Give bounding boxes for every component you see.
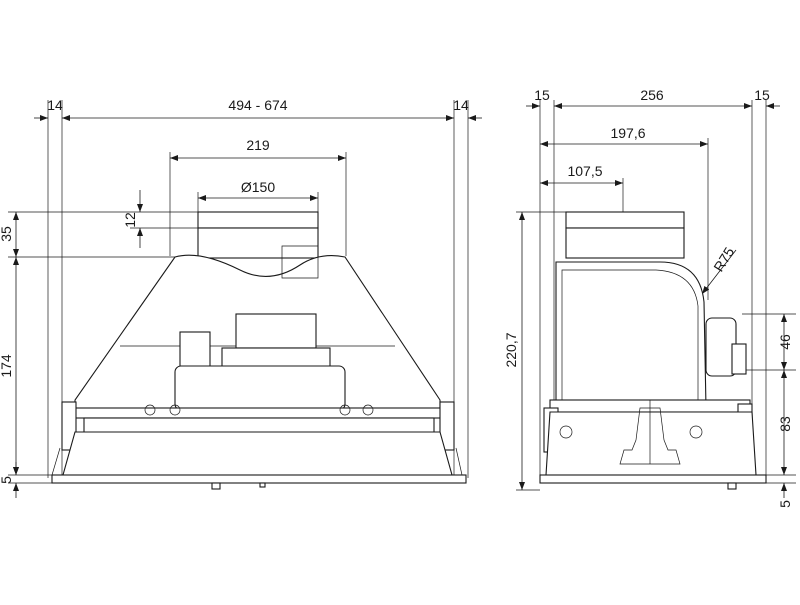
- front-terminal-block: [179, 331, 211, 369]
- front-dim-width: 494 - 674: [228, 97, 287, 113]
- side-clip-2: [689, 425, 703, 439]
- front-bracket-left: [61, 401, 77, 451]
- side-dim-256: 256: [640, 87, 664, 103]
- front-duct-collar: [197, 227, 319, 259]
- front-dim-14-right: 14: [453, 97, 469, 113]
- side-dim-15-right: 15: [754, 87, 770, 103]
- front-base-foot-2: [259, 482, 266, 488]
- front-tray-sides: [51, 447, 463, 476]
- front-dim-174: 174: [0, 354, 14, 378]
- front-dim-5: 5: [0, 476, 14, 484]
- front-tray: [62, 431, 453, 476]
- side-duct-flange: [565, 211, 685, 229]
- side-dim-5: 5: [777, 500, 793, 508]
- front-base-plate: [51, 474, 467, 484]
- side-dim-107: 107,5: [567, 163, 602, 179]
- front-rail: [69, 407, 451, 419]
- side-tray: [545, 411, 757, 476]
- side-base-foot: [727, 482, 737, 490]
- front-duct-flange: [197, 211, 319, 229]
- side-hood-inner: [561, 269, 699, 401]
- front-base-foot-1: [211, 482, 221, 490]
- side-hood-body: [555, 261, 707, 409]
- side-dim-197: 197,6: [610, 125, 645, 141]
- front-dim-12: 12: [122, 212, 138, 228]
- side-dim-15-left: 15: [534, 87, 550, 103]
- front-motor-top: [235, 313, 317, 349]
- side-base-plate: [539, 474, 767, 484]
- side-clip-1: [559, 425, 573, 439]
- side-dim-220: 220,7: [503, 332, 519, 367]
- side-dim-r75-leader: [701, 249, 737, 295]
- side-view: 15 256 15 197,6 107,5 220,7 R75 46 83 5: [503, 87, 796, 508]
- side-dim-83: 83: [777, 416, 793, 432]
- front-clip-1: [144, 404, 156, 416]
- side-motor-cap: [731, 343, 747, 375]
- front-motor-housing: [174, 365, 346, 411]
- side-clamp: [619, 407, 681, 465]
- front-dim-35: 35: [0, 226, 14, 242]
- front-view: 14 494 - 674 14 219 Ø150 12 35 174 5: [0, 97, 482, 498]
- side-dim-r75: R75: [710, 244, 737, 274]
- front-bracket-right: [439, 401, 455, 451]
- side-dim-46: 46: [777, 334, 793, 350]
- front-damper-box: [281, 245, 319, 279]
- front-dim-150: Ø150: [241, 179, 275, 195]
- front-clip-4: [362, 404, 374, 416]
- front-clip-3: [339, 404, 351, 416]
- front-dim-219: 219: [246, 137, 270, 153]
- front-clip-2: [169, 404, 181, 416]
- side-duct-collar: [565, 227, 685, 259]
- front-dim-14-left: 14: [47, 97, 63, 113]
